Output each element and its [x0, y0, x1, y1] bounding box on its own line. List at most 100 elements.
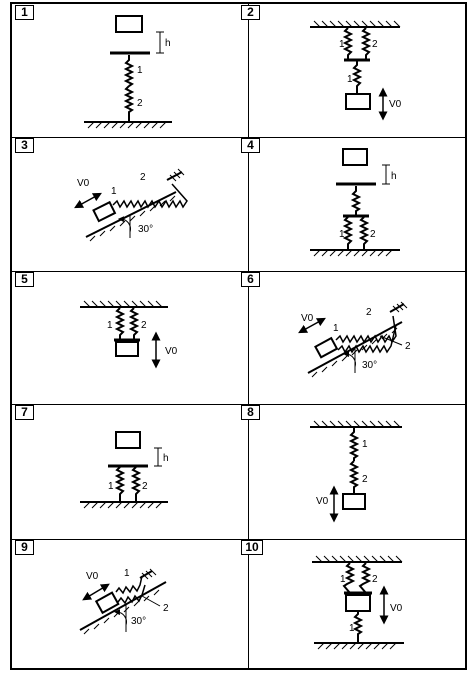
- mass-block: [115, 431, 141, 449]
- mass-block: [115, 15, 143, 33]
- panel-9-diagram: V0 1 2 30°: [79, 568, 169, 635]
- angle-arc: [343, 351, 356, 368]
- spring-1: [342, 216, 354, 250]
- panel-7-diagram: 1 2 h: [80, 431, 169, 509]
- spring-label: 2: [140, 172, 146, 183]
- panel-4-diagram: 1 2 h: [310, 148, 400, 257]
- spring-label: 2: [372, 574, 378, 585]
- ground-hatch: [313, 249, 393, 257]
- spring-label: 2: [370, 229, 376, 240]
- panel-number-7: 7: [15, 405, 34, 420]
- ceiling-hatch: [313, 420, 401, 428]
- springs: [112, 183, 188, 209]
- panel-number-5: 5: [15, 272, 34, 287]
- spring-label: 1: [362, 439, 368, 450]
- mass-block: [92, 200, 117, 223]
- spring-label: 1: [124, 568, 130, 579]
- spring-label: 1: [108, 481, 114, 492]
- panel-number-3: 3: [15, 138, 34, 153]
- spring-1: [114, 307, 126, 340]
- spring-label: 1: [347, 74, 353, 85]
- angle-arc: [118, 216, 131, 233]
- incline: [85, 191, 177, 238]
- spring-2: [128, 307, 140, 340]
- panel-number-6: 6: [241, 272, 260, 287]
- spring-label: 2: [362, 474, 368, 485]
- mass-block: [342, 148, 368, 166]
- column-divider: [248, 4, 249, 668]
- panel-8-diagram: 1 2 V0: [310, 420, 402, 523]
- panel-number-4: 4: [241, 138, 260, 153]
- ceiling-hatch: [83, 300, 163, 308]
- row-divider: [12, 137, 465, 138]
- ground-hatch: [317, 642, 397, 650]
- spring-1-lower: [352, 611, 364, 643]
- velocity-label: V0: [389, 99, 402, 110]
- velocity-arrow: [298, 317, 326, 334]
- spring-label: 1: [111, 186, 117, 197]
- panel-number-2: 2: [241, 5, 260, 20]
- panel-number-10: 10: [241, 540, 263, 555]
- wall: [389, 303, 405, 313]
- velocity-label: V0: [316, 496, 329, 507]
- spring-label: 1: [339, 229, 345, 240]
- spring-2: [123, 85, 135, 122]
- spring-lower: [337, 324, 397, 354]
- leader-line: [141, 595, 161, 607]
- panel-1-diagram: 1 2 h: [84, 15, 172, 129]
- spring-1: [342, 562, 356, 594]
- spring-label: 1: [137, 65, 143, 76]
- spring-label: 1: [107, 320, 113, 331]
- velocity-label: V0: [165, 346, 178, 357]
- leader-line: [379, 335, 403, 346]
- spring-label: 1: [349, 623, 355, 634]
- spring-1-lower: [351, 61, 363, 94]
- mass-block: [342, 493, 366, 510]
- spring-label: 1: [333, 323, 339, 334]
- spring-2: [117, 584, 146, 605]
- panel-5-diagram: 1 2 V0: [80, 300, 178, 369]
- panel-6-diagram: V0 1 2 2 30°: [298, 301, 411, 378]
- spring-label: 2: [141, 320, 147, 331]
- spring-label: 2: [372, 39, 378, 50]
- wall-hatch: [392, 301, 408, 313]
- mass-block: [314, 336, 339, 359]
- spring-2: [360, 27, 372, 60]
- wall: [166, 171, 183, 181]
- panel-number-1: 1: [15, 5, 34, 20]
- velocity-label: V0: [301, 313, 314, 324]
- angle-arc: [114, 609, 127, 626]
- mass-block: [345, 594, 371, 612]
- velocity-label: V0: [77, 178, 90, 189]
- panel-3-diagram: V0 1 2 30°: [74, 168, 188, 242]
- mass-block: [345, 93, 371, 110]
- velocity-arrow: [74, 192, 102, 209]
- spring-1: [342, 27, 354, 60]
- angle-label: 30°: [131, 616, 146, 627]
- spring-label: 1: [340, 574, 346, 585]
- wall: [139, 570, 153, 579]
- incline-hatch: [89, 195, 176, 242]
- incline: [79, 581, 167, 631]
- spring-1: [123, 55, 135, 87]
- spring-2: [358, 562, 372, 594]
- row-divider: [12, 404, 465, 405]
- wall-hatch: [141, 568, 157, 580]
- incline-hatch: [83, 589, 160, 635]
- spring-label: 2: [137, 98, 143, 109]
- spring-upper: [335, 315, 397, 344]
- spring-label: 2: [163, 603, 169, 614]
- panel-10-diagram: 1 2 1 V0: [312, 555, 404, 650]
- height-label: h: [163, 453, 169, 464]
- velocity-label: V0: [86, 571, 99, 582]
- spring-upper: [350, 186, 362, 215]
- spring-2: [348, 460, 360, 494]
- spring-1: [115, 575, 143, 595]
- mass-block: [115, 341, 139, 357]
- panel-number-8: 8: [241, 405, 260, 420]
- spring-1: [114, 466, 126, 502]
- row-divider: [12, 271, 465, 272]
- ground-hatch: [83, 501, 163, 509]
- height-label: h: [391, 171, 397, 182]
